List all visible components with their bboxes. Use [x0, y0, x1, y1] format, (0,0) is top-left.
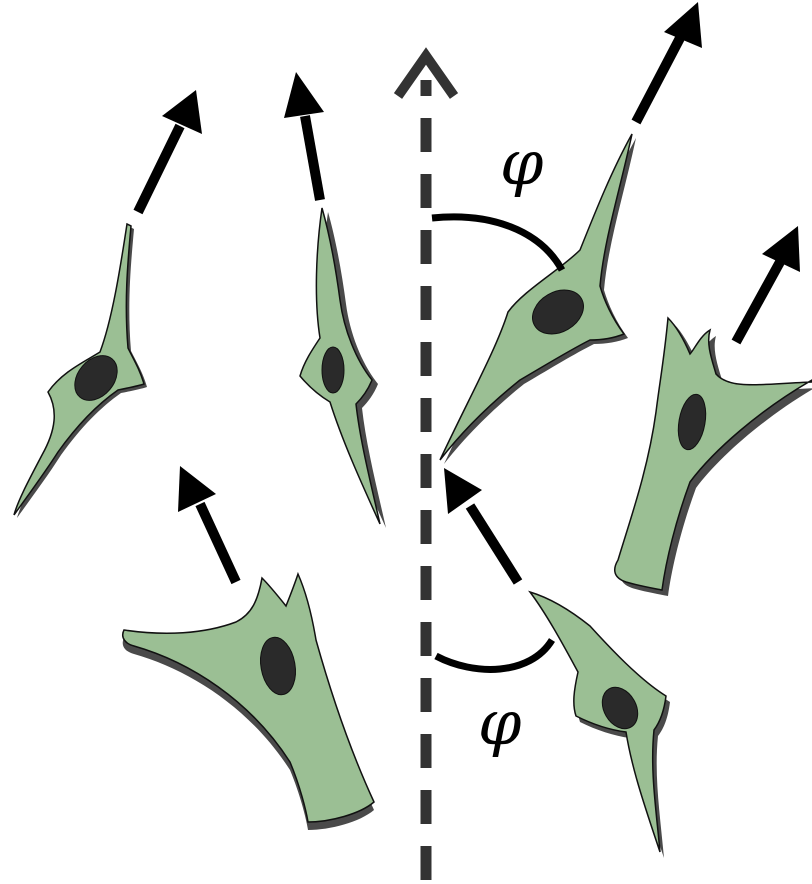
cell-bottom-left — [123, 574, 374, 830]
angle-label: φ — [500, 126, 544, 199]
migration-arrow-right-edge — [736, 226, 800, 342]
cell-body — [14, 224, 144, 515]
angle-arc — [432, 217, 562, 270]
migration-arrow-bottom-right — [444, 468, 518, 582]
migration-arrow-top-center — [284, 72, 324, 200]
cell-body — [530, 592, 666, 852]
cell-top-center — [300, 208, 386, 528]
cell-body — [123, 574, 374, 822]
nucleus — [322, 347, 344, 393]
reference-axis — [398, 56, 454, 880]
angle-arc — [436, 640, 552, 669]
migration-arrow-top-right — [636, 2, 702, 122]
cell-top-left — [14, 224, 147, 518]
cell-right-edge — [615, 318, 812, 596]
angle-label: φ — [478, 686, 522, 759]
angle-indicator-bottom: φ — [436, 640, 552, 759]
migration-arrow-bottom-left — [178, 466, 236, 582]
angle-indicator-top: φ — [432, 126, 562, 270]
cell-bottom-right — [530, 592, 670, 858]
migration-arrow-top-left — [138, 90, 202, 212]
